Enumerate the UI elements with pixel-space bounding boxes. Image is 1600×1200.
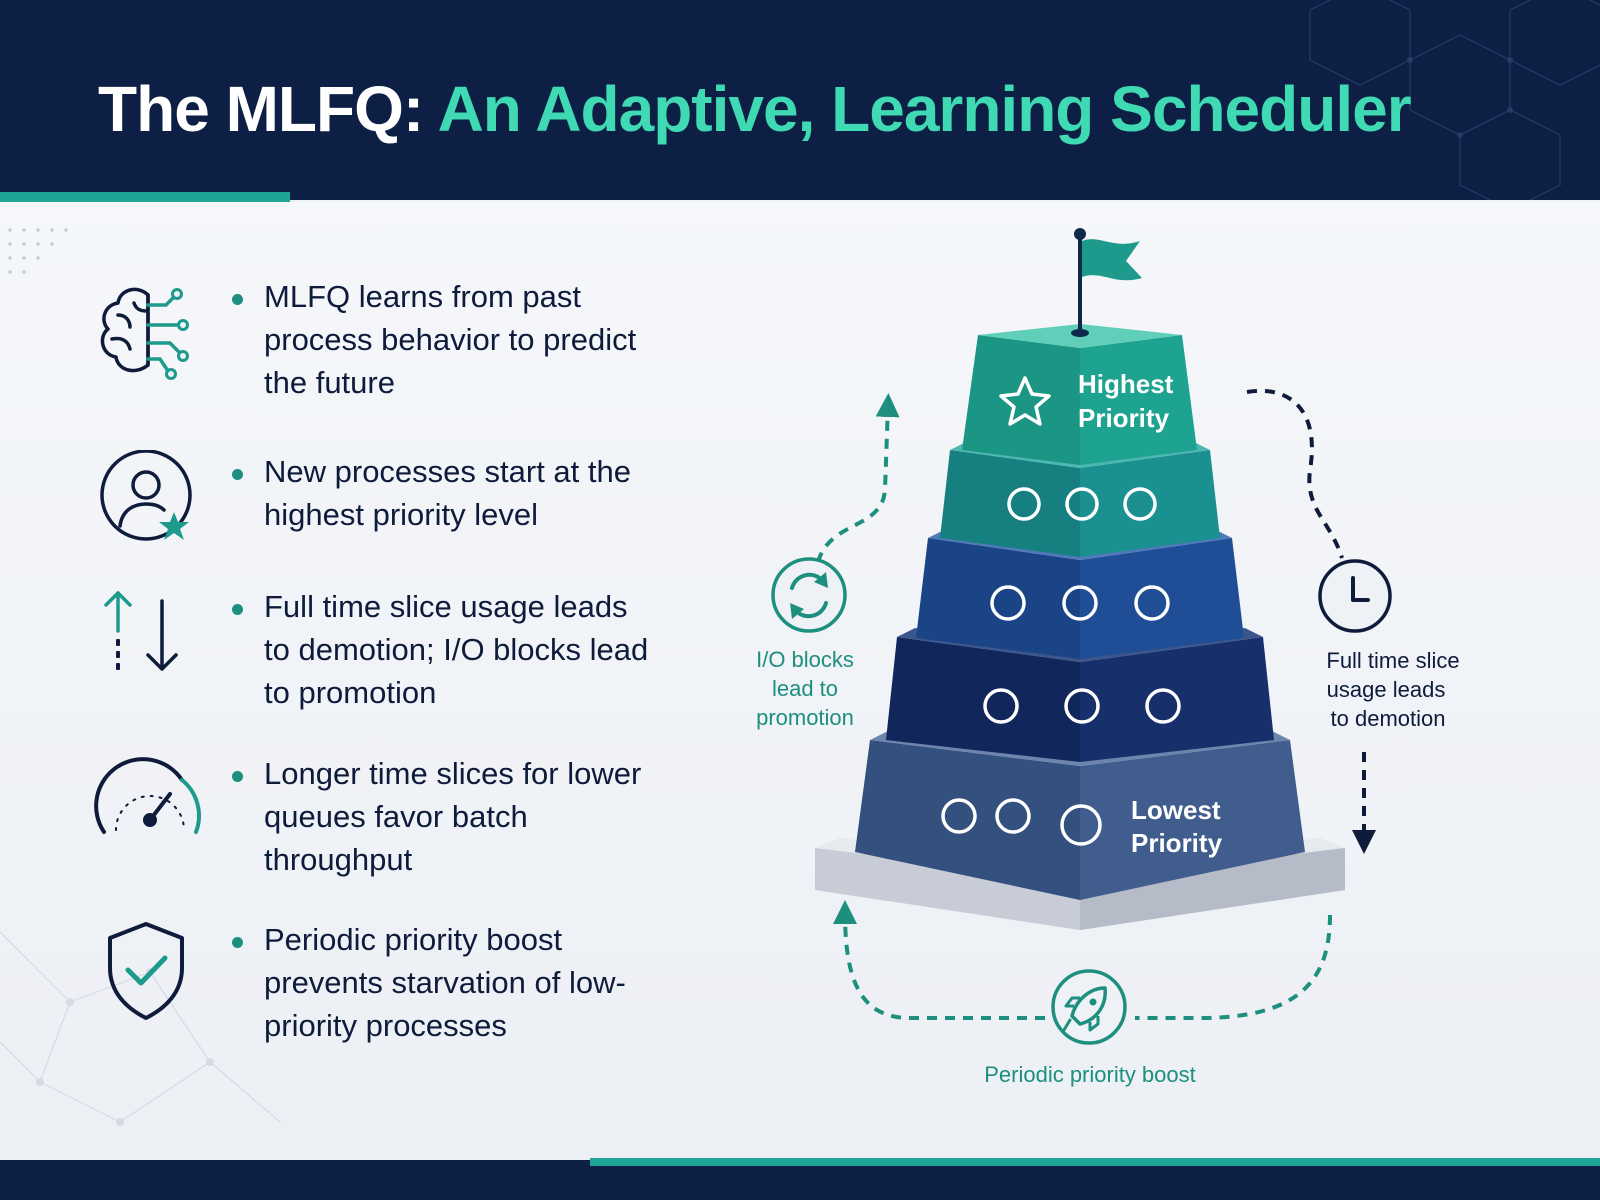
level-1-label-line1: Highest <box>1078 369 1174 399</box>
promotion-label-line3: promotion <box>756 705 854 730</box>
flag-icon <box>1071 228 1142 337</box>
process-circles-level-2 <box>1007 487 1157 521</box>
bullet-dot <box>232 937 243 948</box>
process-circles-level-3 <box>990 585 1170 621</box>
bullet-item-1: MLFQ learns from past process behavior t… <box>90 275 650 404</box>
queue-level-3 <box>916 530 1244 659</box>
bullet-dot <box>232 771 243 782</box>
promotion-label-line1: I/O blocks <box>756 647 854 672</box>
bullet-text-2: New processes start at the highest prior… <box>264 454 631 532</box>
demotion-label-line3: to demotion <box>1331 706 1446 731</box>
process-circle <box>941 798 977 834</box>
process-circles-level-4 <box>983 688 1181 724</box>
process-circle <box>1064 688 1100 724</box>
bullet-item-3: Full time slice usage leads to demotion;… <box>90 585 650 714</box>
bullet-text-4: Longer time slices for lower queues favo… <box>264 756 642 877</box>
process-circle <box>990 585 1026 621</box>
dot-grid-decoration <box>8 228 68 274</box>
footer-bar <box>0 1160 1600 1200</box>
level-5-label-line2: Priority <box>1131 828 1223 858</box>
process-circle <box>1145 688 1181 724</box>
speedometer-icon <box>94 757 201 834</box>
process-circles-level-5 <box>941 798 1102 846</box>
bullet-text-3: Full time slice usage leads to demotion;… <box>264 589 649 710</box>
process-circle <box>1060 804 1102 846</box>
title-part-1: The MLFQ: <box>98 73 424 145</box>
process-circle <box>1065 487 1099 521</box>
level-1-label-line2: Priority <box>1078 403 1170 433</box>
process-circle <box>1134 585 1170 621</box>
boost-arrow <box>845 912 1332 1020</box>
queue-level-5 <box>855 730 1305 900</box>
promotion-arrow <box>816 393 900 563</box>
process-circle <box>995 798 1031 834</box>
promotion-label-line2: lead to <box>772 676 838 701</box>
content-area <box>0 202 1600 1160</box>
bullet-dot <box>232 294 243 305</box>
rocket-icon <box>1051 969 1127 1045</box>
shield-check-icon <box>108 922 184 1020</box>
star-icon <box>999 376 1051 426</box>
boost-label: Periodic priority boost <box>984 1062 1196 1087</box>
demotion-arrow-upper <box>1246 388 1344 559</box>
refresh-cycle-icon <box>771 557 847 633</box>
up-down-arrows-icon <box>104 591 178 671</box>
bullet-item-4: Longer time slices for lower queues favo… <box>90 752 650 881</box>
bullet-dot <box>232 469 243 480</box>
process-circle <box>1062 585 1098 621</box>
title-part-2: An Adaptive, Learning Scheduler <box>437 73 1412 145</box>
header-banner: The MLFQ: An Adaptive, Learning Schedule… <box>0 0 1600 200</box>
brain-circuit-icon <box>100 287 189 380</box>
bullet-item-5: Periodic priority boost prevents starvat… <box>90 918 650 1047</box>
footer-accent-bar <box>590 1158 1600 1166</box>
bullet-dot <box>232 604 243 615</box>
bullet-item-2: New processes start at the highest prior… <box>90 450 650 560</box>
level-5-label-line1: Lowest <box>1131 795 1221 825</box>
clock-icon <box>1318 559 1392 633</box>
header-accent-bar <box>0 192 290 202</box>
hexagon-pattern-decoration <box>1309 0 1600 200</box>
process-circle <box>1007 487 1041 521</box>
user-star-icon <box>100 450 192 541</box>
page-title: The MLFQ: An Adaptive, Learning Schedule… <box>98 72 1412 146</box>
bullet-text-1: MLFQ learns from past process behavior t… <box>264 279 637 400</box>
process-circle <box>983 688 1019 724</box>
process-circle <box>1123 487 1157 521</box>
demotion-label-line2: usage leads <box>1327 677 1446 702</box>
demotion-label-line1: Full time slice <box>1326 648 1459 673</box>
bullet-text-5: Periodic priority boost prevents starvat… <box>264 922 626 1043</box>
